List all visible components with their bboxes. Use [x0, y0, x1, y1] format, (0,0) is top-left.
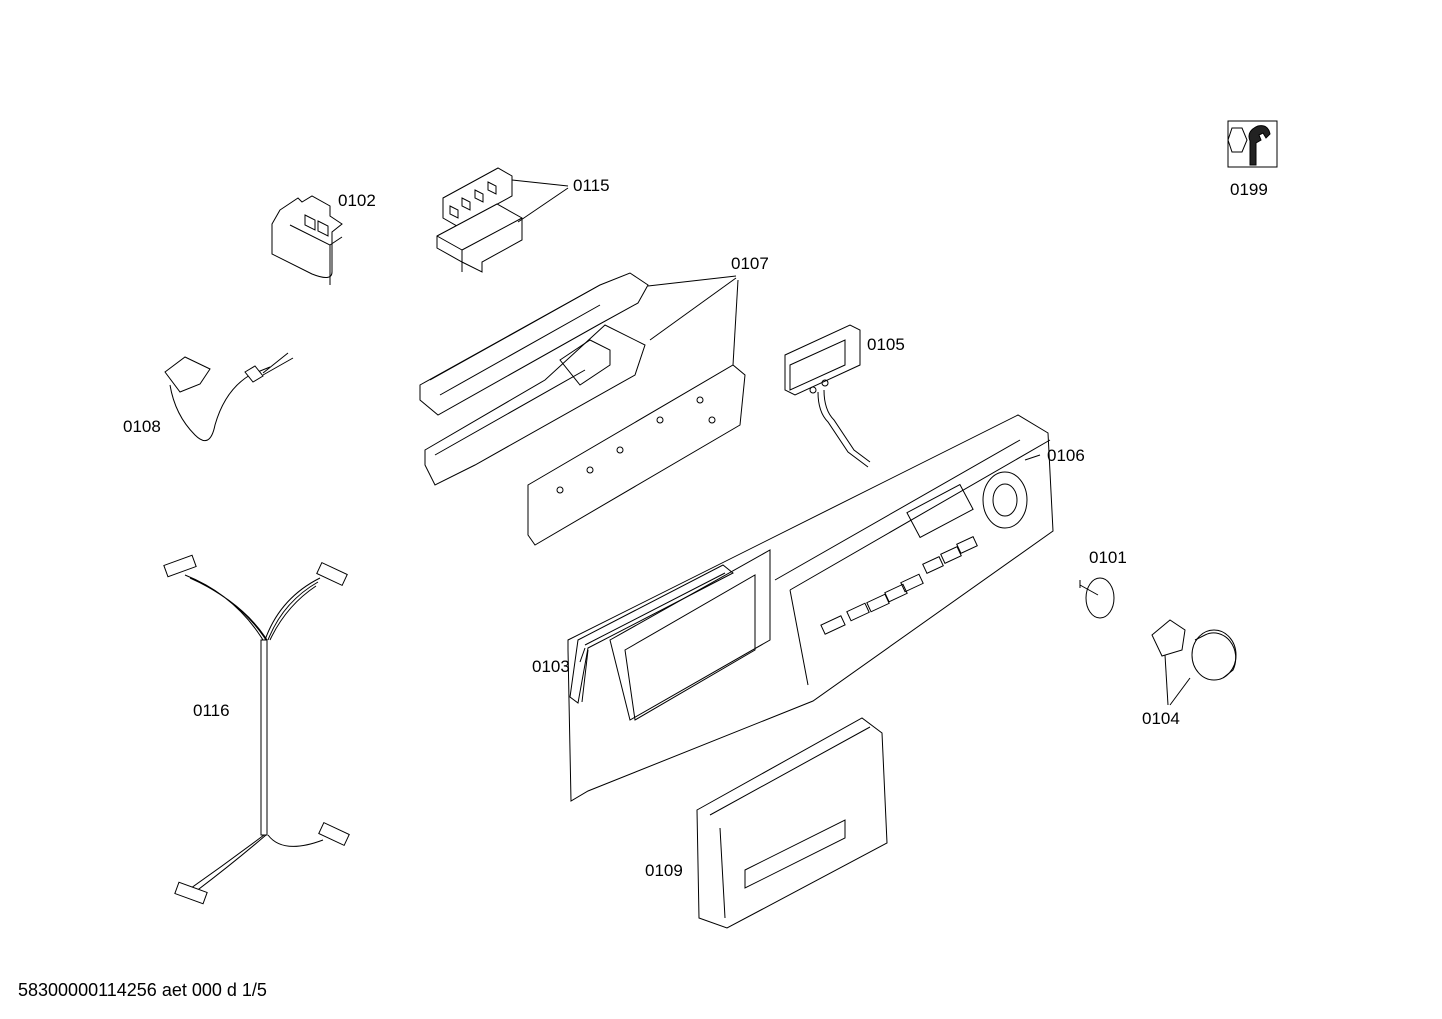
part-0107-drawing — [419, 272, 746, 546]
part-label-0107[interactable]: 0107 — [731, 254, 769, 273]
part-label-0101[interactable]: 0101 — [1089, 548, 1127, 567]
part-0115-drawing — [436, 167, 569, 273]
part-0102-drawing — [271, 195, 343, 285]
part-label-0105[interactable]: 0105 — [867, 335, 905, 354]
part-label-0106[interactable]: 0106 — [1047, 446, 1085, 465]
part-0105-drawing — [784, 324, 871, 468]
part-0106-drawing — [567, 414, 1054, 802]
part-label-0103[interactable]: 0103 — [532, 657, 570, 676]
part-0108-drawing — [164, 352, 294, 442]
part-0116-drawing — [163, 554, 350, 905]
part-label-0102[interactable]: 0102 — [338, 191, 376, 210]
part-label-0108[interactable]: 0108 — [123, 417, 161, 436]
part-label-0109[interactable]: 0109 — [645, 861, 683, 880]
leader-lines — [579, 454, 1041, 663]
part-label-0116[interactable]: 0116 — [193, 701, 230, 720]
part-0101-drawing — [1079, 577, 1115, 619]
part-label-0115[interactable]: 0115 — [573, 176, 610, 195]
part-label-0104[interactable]: 0104 — [1142, 709, 1180, 728]
document-footer: 58300000114256 aet 000 d 1/5 — [18, 980, 267, 1000]
part-0104-drawing — [1151, 619, 1237, 706]
part-0103-drawing — [569, 564, 734, 704]
part-label-0199[interactable]: 0199 — [1230, 180, 1268, 199]
part-0109-drawing — [696, 717, 888, 929]
wrench-nut-icon[interactable] — [1227, 120, 1278, 168]
